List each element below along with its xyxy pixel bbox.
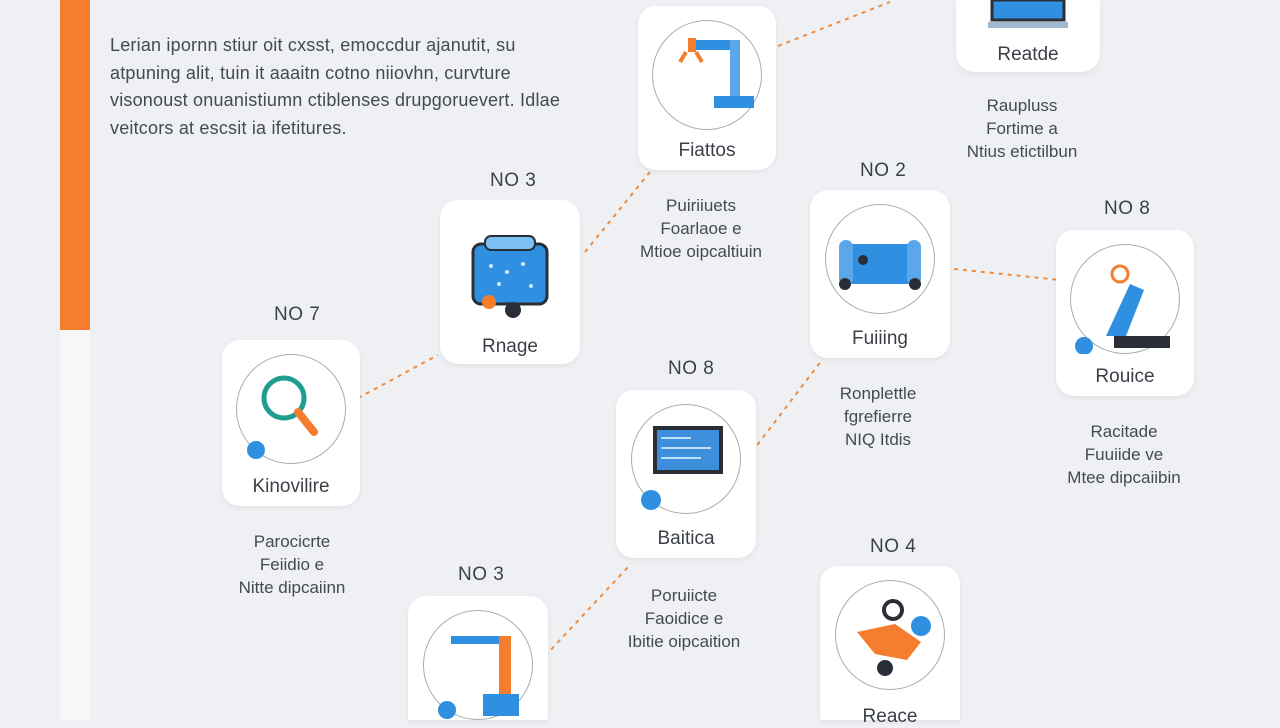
desc-line: Foarlaoe e: [660, 219, 742, 238]
desc-line: NIQ Itdis: [844, 430, 912, 449]
intro-line: atpuning alit, tuin it aaaitn cotno niio…: [110, 62, 511, 83]
desc-line: fgrefierre: [843, 407, 913, 426]
icon-ring: [236, 354, 346, 464]
intro-paragraph: Lerian ipornn stiur oit cxsst, emoccdur …: [110, 32, 561, 142]
node-card-rouice: Rouice: [1056, 230, 1194, 396]
node-number: NO 4: [870, 536, 917, 557]
node-label: Rnage: [482, 336, 538, 357]
desc-line: Ibitie oipcaition: [627, 632, 741, 651]
node-card-reace: Reace: [820, 566, 960, 727]
monitor-icon: [988, 0, 1068, 28]
intro-line: Lerian ipornn stiur oit cxsst, emoccdur …: [110, 35, 516, 55]
robot-arm-icon: [678, 38, 754, 108]
node-number: NO 3: [458, 564, 505, 585]
robot-arm-icon: [1075, 264, 1170, 354]
node-label: Fuiiing: [852, 328, 908, 349]
server-panel-icon: [471, 235, 549, 318]
node-label: Reace: [862, 706, 918, 727]
connector-line: [777, 1, 891, 47]
node-card-rnage: Rnage: [440, 200, 580, 364]
desc-line: Raupluss: [986, 96, 1058, 115]
connector-line: [544, 564, 631, 657]
node-description: Ronplettle fgrefierre NIQ Itdis: [840, 382, 917, 451]
node-label: Kinovilire: [252, 476, 330, 497]
desc-line: Poruiicte: [650, 586, 718, 605]
node-card-baitica: Baitica: [616, 390, 756, 558]
machine-icon: [839, 240, 921, 290]
node-description: Racitade Fuuiide ve Mtee dipcaiibin: [1067, 420, 1180, 489]
desc-line: Fortime a: [986, 119, 1058, 138]
monitor-icon: [641, 426, 723, 510]
connector-line: [357, 354, 439, 399]
node-label: Baitica: [657, 528, 715, 549]
icon-ring: [825, 204, 935, 314]
node-card-kinovilire: Kinovilire: [222, 340, 360, 506]
icon-ring: [835, 580, 945, 690]
icon-ring: [652, 20, 762, 130]
node-card-8: [408, 596, 548, 720]
side-bar-accent: [60, 0, 90, 330]
node-number: NO 7: [274, 304, 321, 325]
desc-line: Nitte dipcaiinn: [238, 578, 346, 597]
connector-line: [944, 267, 1061, 281]
node-description: Parocicrte Feiidio e Nitte dipcaiinn: [239, 530, 346, 599]
node-card-reatde: Reatde: [956, 0, 1100, 72]
node-card-fiattos: Fiattos: [638, 6, 776, 170]
intro-line: veitcors at escsit ia ifetitures.: [110, 117, 347, 138]
desc-line: Fuuiide ve: [1084, 445, 1164, 464]
icon-ring: [631, 404, 741, 514]
desc-line: Ronplettle: [839, 384, 917, 403]
node-description: Raupluss Fortime a Ntius etictilbun: [967, 94, 1078, 163]
node-label: Reatde: [997, 44, 1059, 65]
icon-ring: [1070, 244, 1180, 354]
desc-line: Mtee dipcaiibin: [1067, 468, 1181, 487]
node-card-fuiiing: Fuiiing: [810, 190, 950, 358]
robot-arm-icon: [438, 636, 519, 719]
desc-line: Faoidice e: [644, 609, 724, 628]
desc-line: Racitade: [1090, 422, 1158, 441]
node-number: NO 2: [860, 160, 907, 181]
node-description: Poruiicte Faoidice e Ibitie oipcaition: [628, 584, 740, 653]
node-description: Puiriiuets Foarlaoe e Mtioe oipcaltiuin: [640, 194, 762, 263]
connector-line: [751, 359, 823, 453]
desc-line: Puiriiuets: [666, 196, 736, 215]
node-number: NO 8: [1104, 198, 1151, 219]
tools-gear-icon: [857, 599, 931, 676]
node-number: NO 3: [490, 170, 537, 191]
node-label: Fiattos: [678, 140, 736, 161]
node-number: NO 8: [668, 358, 715, 379]
magnifier-icon: [247, 375, 318, 459]
desc-line: Mtioe oipcaltiuin: [640, 242, 762, 261]
desc-line: Ntius etictilbun: [966, 142, 1078, 161]
node-label: Rouice: [1095, 366, 1155, 387]
intro-line: visonoust onuanistiumn ctiblenses drupgo…: [110, 90, 561, 110]
desc-line: Parocicrte: [253, 532, 331, 551]
desc-line: Feiidio e: [259, 555, 325, 574]
